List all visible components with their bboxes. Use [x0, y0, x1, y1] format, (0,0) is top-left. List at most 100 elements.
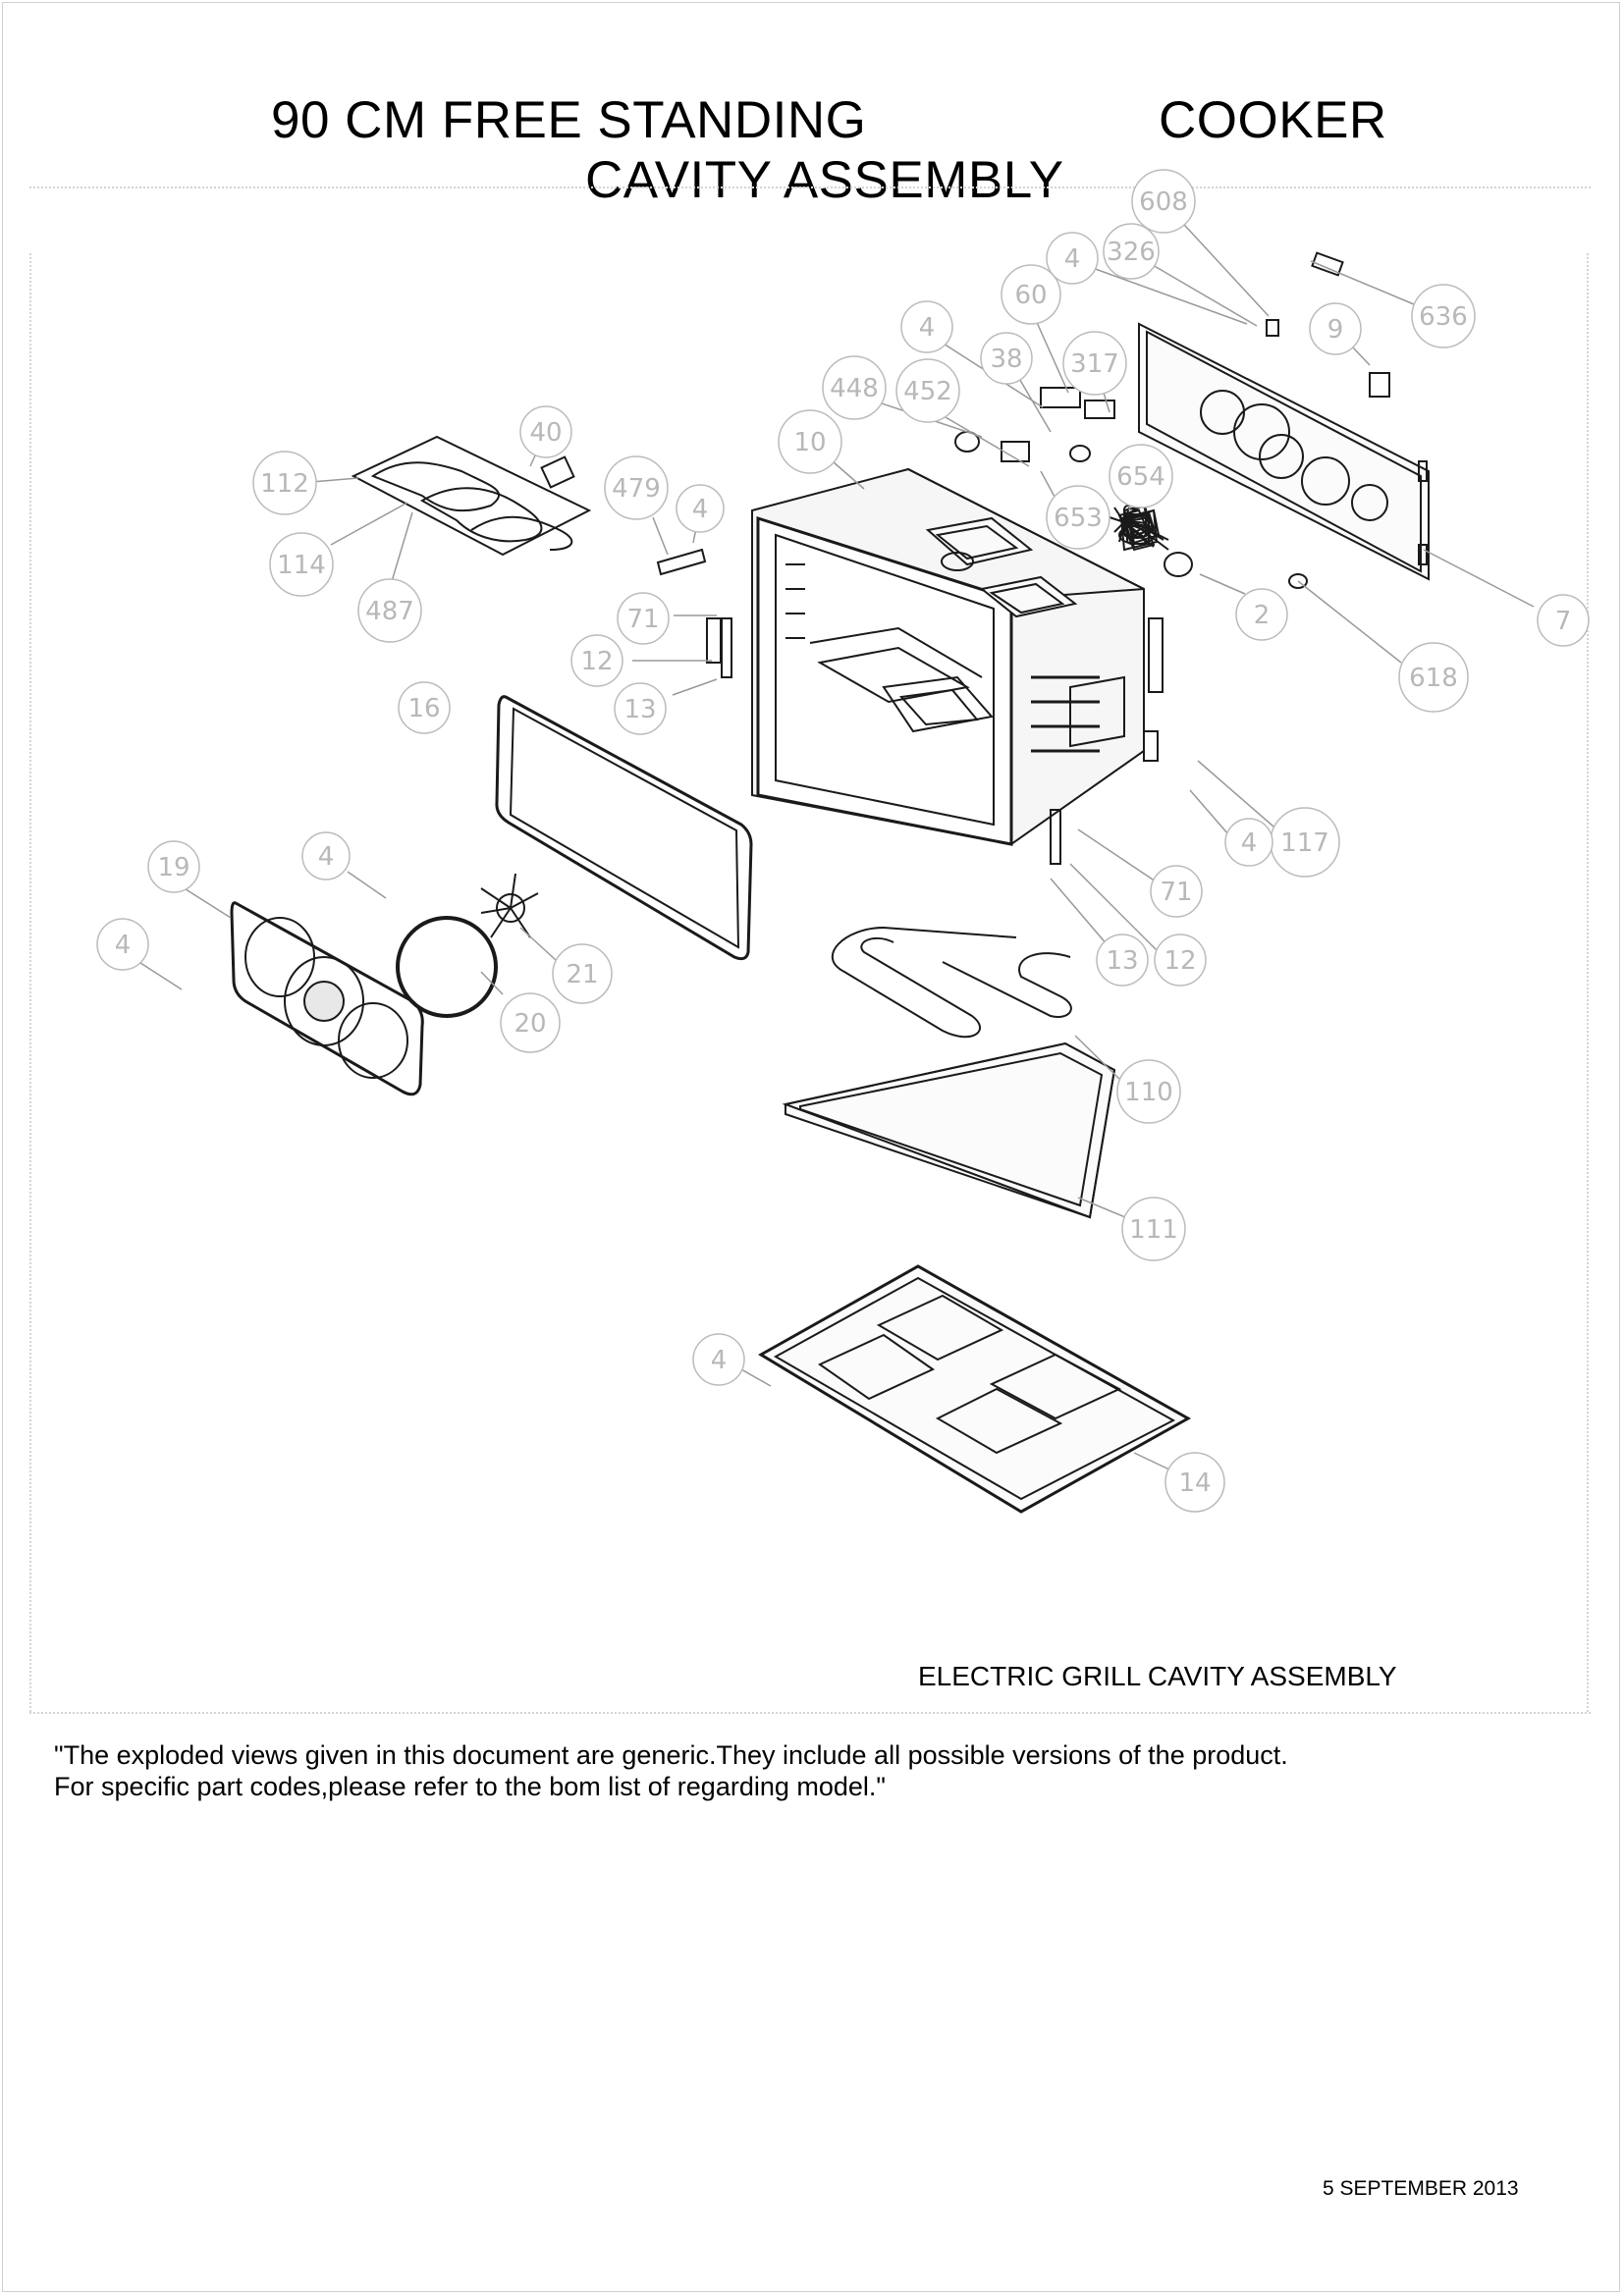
- callout-circle: [147, 840, 200, 893]
- callout-circle: [1537, 594, 1590, 647]
- document-date: 5 SEPTEMBER 2013: [1323, 2177, 1519, 2200]
- callout-label: 2: [1254, 601, 1271, 630]
- frame-top-line: [29, 187, 1591, 188]
- page-title: 90 CM FREE STANDING: [271, 91, 867, 149]
- callout-circle: [778, 409, 842, 474]
- callout-label: 13: [623, 695, 656, 724]
- top-grill-element-part: [351, 435, 592, 557]
- callout-circle: [1103, 223, 1160, 280]
- callout-circle: [1131, 169, 1196, 234]
- frame-bottom-line: [29, 1712, 1591, 1714]
- callout-circle: [1235, 588, 1288, 641]
- frame-left-line: [29, 253, 31, 1712]
- callout-label: 4: [115, 931, 132, 960]
- callout-label: 618: [1409, 664, 1458, 693]
- callout-circle: [676, 484, 725, 533]
- callout-circle: [500, 992, 561, 1053]
- callout-label: 110: [1124, 1078, 1173, 1107]
- callout-circle: [96, 918, 149, 971]
- callout-circle: [1398, 642, 1469, 713]
- callout-label: 40: [529, 418, 562, 448]
- callout-circle: [604, 455, 669, 520]
- callout-label: 4: [1241, 828, 1258, 858]
- callout-label: 12: [1164, 946, 1196, 976]
- callout-circle: [614, 682, 667, 735]
- page-title-right: COOKER: [1159, 91, 1387, 149]
- callout-label: 4: [711, 1346, 728, 1375]
- callout-label: 21: [566, 960, 598, 989]
- callout-label: 114: [277, 551, 326, 580]
- callout-label: 71: [1160, 878, 1192, 907]
- callout-label: 608: [1139, 187, 1188, 217]
- callout-circle: [617, 592, 670, 645]
- callout-circle: [692, 1333, 745, 1386]
- callout-label: 636: [1419, 302, 1468, 332]
- callout-circle: [269, 532, 334, 597]
- callout-label: 71: [626, 605, 659, 634]
- base-tray-part: [758, 1264, 1192, 1514]
- callout-label: 654: [1116, 462, 1165, 492]
- callout-label: 448: [830, 374, 879, 403]
- callout-circle: [895, 358, 960, 423]
- callout-label: 487: [365, 597, 414, 626]
- control-panel-part: [1138, 322, 1430, 581]
- page-subtitle: CAVITY ASSEMBLY: [585, 151, 1064, 209]
- callout-circle: [1046, 232, 1099, 285]
- callout-circle: [357, 578, 422, 643]
- diagram-caption: ELECTRIC GRILL CAVITY ASSEMBLY: [918, 1661, 1397, 1691]
- callout-label: 326: [1107, 238, 1156, 267]
- callout-circle: [1121, 1197, 1186, 1261]
- callout-circle: [252, 451, 317, 515]
- callout-circle: [822, 355, 887, 420]
- callout-label: 117: [1280, 828, 1329, 858]
- callout-circle: [1096, 934, 1149, 987]
- rear-bracket-part: [656, 548, 1061, 865]
- callout-circle: [398, 681, 451, 734]
- callout-label: 479: [612, 474, 661, 504]
- disclaimer-line-2: For specific part codes,please refer to …: [54, 1772, 886, 1801]
- callout-label: 9: [1327, 315, 1344, 345]
- callout-label: 112: [260, 469, 309, 499]
- callout-label: 16: [407, 694, 440, 723]
- fan-part: [396, 873, 539, 1018]
- callout-circle: [980, 332, 1033, 385]
- callout-circle: [1062, 331, 1127, 396]
- callout-circle: [1309, 302, 1362, 355]
- callout-circle: [1046, 485, 1110, 550]
- callout-label: 38: [990, 345, 1022, 374]
- callout-label: 653: [1054, 504, 1103, 533]
- callout-label: 14: [1178, 1468, 1211, 1498]
- callout-label: 13: [1106, 946, 1138, 976]
- callout-circle: [900, 300, 953, 353]
- callout-label: 4: [919, 313, 936, 343]
- callout-label: 19: [157, 853, 189, 882]
- callout-circle: [1411, 284, 1476, 348]
- callout-circle: [519, 405, 572, 458]
- oven-cavity-part: [751, 467, 1164, 846]
- callout-label: 4: [318, 842, 335, 872]
- callout-label: 4: [1064, 244, 1081, 274]
- callout-label: 10: [793, 428, 826, 457]
- callout-circle: [1154, 934, 1207, 987]
- disclaimer-line-1: "The exploded views given in this docume…: [54, 1740, 1288, 1770]
- frame-right-line: [1587, 253, 1589, 1712]
- callout-circle: [1224, 818, 1273, 867]
- callout-label: 452: [903, 377, 952, 406]
- callout-label: 60: [1014, 281, 1047, 310]
- callout-label: 20: [514, 1009, 546, 1039]
- callout-circle: [1116, 1059, 1181, 1124]
- callout-circle: [570, 634, 623, 687]
- bottom-heating-element-part: [831, 926, 1072, 1039]
- rear-cover-part: [230, 901, 424, 1096]
- callout-circle: [1001, 264, 1061, 325]
- bottom-panel-part: [782, 1041, 1116, 1219]
- callout-circle: [1150, 865, 1203, 918]
- callout-label: 7: [1555, 607, 1572, 636]
- callout-label: 4: [692, 495, 709, 524]
- callout-circle: [552, 943, 613, 1004]
- part-drawings: [120, 213, 1535, 1514]
- callout-label: 111: [1129, 1215, 1178, 1245]
